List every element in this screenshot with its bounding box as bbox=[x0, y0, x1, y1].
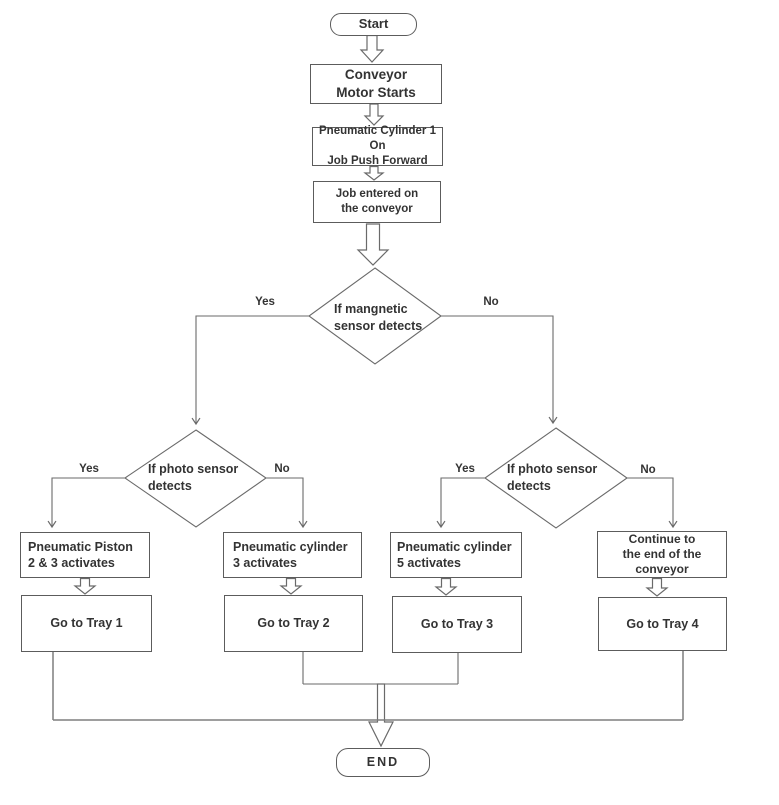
connector-photoright-no bbox=[627, 477, 678, 529]
photo-right-no-label: No bbox=[640, 464, 656, 476]
photo-left-yes-label: Yes bbox=[79, 463, 99, 475]
arrow-cylinder5-to-tray3 bbox=[434, 577, 458, 596]
photo-left-no-label: No bbox=[274, 463, 290, 475]
arrow-start-to-conveyor bbox=[359, 34, 385, 63]
arrow-cylinder3-to-tray2 bbox=[279, 577, 303, 595]
connector-photoright-yes bbox=[436, 477, 485, 529]
continue-to-end-node: Continue to the end of the conveyor bbox=[597, 531, 727, 578]
job-entered-node: Job entered on the conveyor bbox=[313, 181, 441, 223]
photo-decision-right-diamond bbox=[484, 427, 628, 529]
photo-decision-right-label: If photo sensor detects bbox=[507, 462, 598, 493]
magnetic-decision-label: If mangnetic sensor detects bbox=[334, 302, 423, 333]
go-to-tray1-node: Go to Tray 1 bbox=[21, 595, 152, 652]
arrow-cylinder1-to-job bbox=[363, 165, 385, 181]
arrow-piston23-to-tray1 bbox=[73, 577, 97, 595]
connector-photoleft-yes bbox=[47, 477, 125, 529]
conveyor-motor-node: Conveyor Motor Starts bbox=[310, 64, 442, 104]
arrow-continue-to-tray4 bbox=[645, 577, 669, 597]
connector-tray2-tray3-merge bbox=[302, 652, 459, 685]
connector-photoleft-no bbox=[266, 477, 308, 529]
photo-decision-left-label: If photo sensor detects bbox=[148, 462, 239, 493]
magnetic-no-label: No bbox=[483, 296, 499, 308]
go-to-tray2-node: Go to Tray 2 bbox=[224, 595, 363, 652]
connector-magnetic-no bbox=[441, 315, 558, 425]
pneumatic-cylinder3-node: Pneumatic cylinder 3 activates bbox=[223, 532, 362, 578]
go-to-tray3-node: Go to Tray 3 bbox=[392, 596, 522, 653]
arrow-conveyor-to-cylinder1 bbox=[363, 103, 385, 126]
arrow-merge-to-end bbox=[368, 683, 394, 748]
photo-right-yes-label: Yes bbox=[455, 463, 475, 475]
magnetic-decision-diamond bbox=[308, 267, 442, 365]
end-node: END bbox=[336, 748, 430, 777]
connector-magnetic-yes bbox=[191, 315, 309, 426]
pneumatic-cylinder1-node: Pneumatic Cylinder 1 On Job Push Forward bbox=[312, 125, 443, 167]
magnetic-yes-label: Yes bbox=[255, 296, 275, 308]
go-to-tray4-node: Go to Tray 4 bbox=[598, 597, 727, 651]
pneumatic-piston23-node: Pneumatic Piston 2 & 3 activates bbox=[20, 532, 150, 578]
arrow-job-to-magnetic-decision bbox=[356, 223, 390, 266]
pneumatic-cylinder5-node: Pneumatic cylinder 5 activates bbox=[390, 532, 522, 578]
photo-decision-left-diamond bbox=[124, 429, 267, 528]
start-node: Start bbox=[330, 13, 417, 36]
